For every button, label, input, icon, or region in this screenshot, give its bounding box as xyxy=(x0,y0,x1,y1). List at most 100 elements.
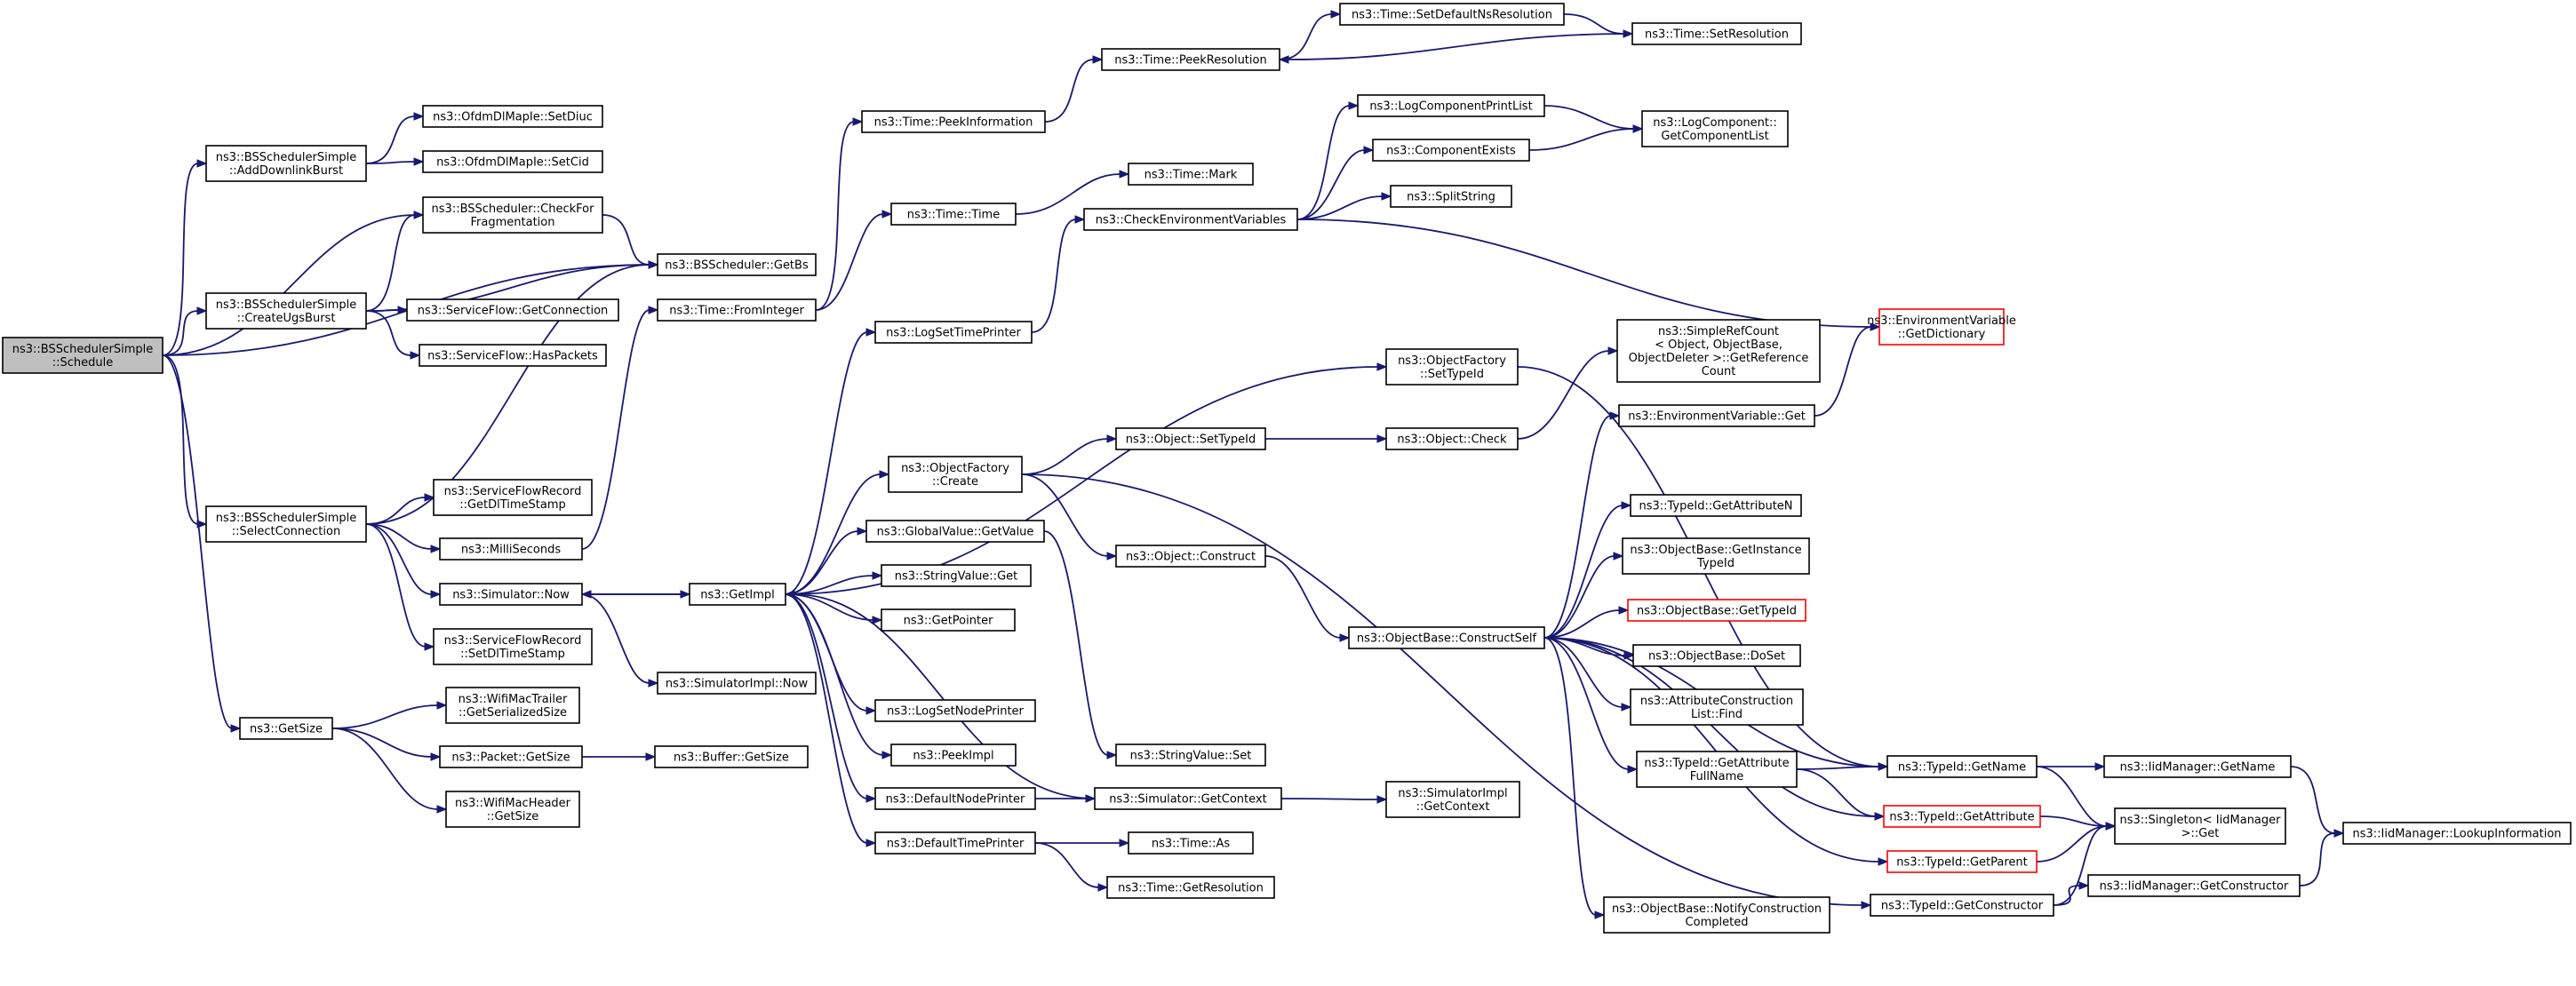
node-logcompprint[interactable]: ns3::LogComponentPrintList xyxy=(1357,94,1545,117)
node-doset[interactable]: ns3::ObjectBase::DoSet xyxy=(1632,644,1801,667)
node-setres[interactable]: ns3::Time::SetResolution xyxy=(1631,22,1802,45)
node-checkenv[interactable]: ns3::CheckEnvironmentVariables xyxy=(1083,208,1298,231)
node-box xyxy=(2342,822,2572,845)
node-compexists[interactable]: ns3::ComponentExists xyxy=(1372,139,1530,162)
node-envget[interactable]: ns3::EnvironmentVariable::Get xyxy=(1618,404,1815,427)
node-label: ObjectDeleter >::GetReference xyxy=(1629,352,1809,365)
node-packetgetsize[interactable]: ns3::Packet::GetSize xyxy=(439,745,583,768)
node-envgetdict[interactable]: ns3::EnvironmentVariable::GetDictionary xyxy=(1867,308,2016,346)
node-simimplnow[interactable]: ns3::SimulatorImpl::Now xyxy=(657,672,817,695)
node-peekinfo[interactable]: ns3::Time::PeekInformation xyxy=(861,110,1046,133)
node-objfactsettypeid[interactable]: ns3::ObjectFactory::SetTypeId xyxy=(1385,348,1519,386)
edge-arrowhead xyxy=(413,112,425,121)
node-stringset[interactable]: ns3::StringValue::Set xyxy=(1115,743,1266,767)
edge-createugs-to-checkfrag xyxy=(365,214,416,312)
node-label: ns3::Time::GetResolution xyxy=(1118,882,1264,895)
node-timemark[interactable]: ns3::Time::Mark xyxy=(1128,163,1254,186)
node-label: ns3::Buffer::GetSize xyxy=(674,751,789,765)
node-box xyxy=(422,196,603,234)
node-label: ::GetDlTimeStamp xyxy=(459,498,566,512)
node-constructself[interactable]: ns3::ObjectBase::ConstructSelf xyxy=(1348,626,1545,649)
node-setdlts[interactable]: ns3::ServiceFlowRecord::SetDlTimeStamp xyxy=(433,628,593,665)
edge-arrowhead xyxy=(1627,765,1639,774)
node-singletonget[interactable]: ns3::Singleton< IidManager>::Get xyxy=(2114,807,2286,845)
node-getcomplist[interactable]: ns3::LogComponent::GetComponentList xyxy=(1641,110,1789,147)
node-box xyxy=(1372,139,1530,162)
edge-getattrfull-to-getattribute xyxy=(1796,768,1877,817)
node-wifitrailer[interactable]: ns3::WifiMacTrailer::GetSerializedSize xyxy=(445,687,580,724)
node-label: ns3::Simulator::Now xyxy=(452,589,570,602)
node-typeidgetname[interactable]: ns3::TypeId::GetName xyxy=(1886,755,2038,778)
node-logsettime[interactable]: ns3::LogSetTimePrinter xyxy=(874,321,1033,344)
node-stringget[interactable]: ns3::StringValue::Get xyxy=(881,564,1032,587)
edge-arrowhead xyxy=(1878,857,1889,866)
node-objcheck[interactable]: ns3::Object::Check xyxy=(1385,427,1519,450)
edge-simgetcontext-to-getimpl xyxy=(793,593,1096,799)
node-notifyconstr[interactable]: ns3::ObjectBase::NotifyConstructionCompl… xyxy=(1603,896,1830,934)
node-peekimpl[interactable]: ns3::PeekImpl xyxy=(890,743,1017,767)
node-label: ns3::Time::As xyxy=(1152,838,1231,851)
node-wifiheader[interactable]: ns3::WifiMacHeader::GetSize xyxy=(445,791,580,828)
node-label: ::SetDlTimeStamp xyxy=(460,648,565,661)
node-box xyxy=(657,253,817,276)
node-deftimeprinter[interactable]: ns3::DefaultTimePrinter xyxy=(874,831,1036,855)
edge-getimpl-to-deftimeprinter xyxy=(785,593,868,844)
node-simgetcontext[interactable]: ns3::Simulator::GetContext xyxy=(1094,787,1282,810)
edge-arrowhead xyxy=(648,306,659,314)
node-selectconn[interactable]: ns3::BSSchedulerSimple::SelectConnection xyxy=(205,505,367,543)
node-simplerefcount[interactable]: ns3::SimpleRefCount< Object, ObjectBase,… xyxy=(1616,319,1821,383)
node-haspackets[interactable]: ns3::ServiceFlow::HasPackets xyxy=(419,344,607,367)
node-getconnection[interactable]: ns3::ServiceFlow::GetConnection xyxy=(406,298,619,322)
node-label: ns3::BSSchedulerSimple xyxy=(216,298,356,312)
node-milli[interactable]: ns3::MilliSeconds xyxy=(439,537,583,561)
node-getbs[interactable]: ns3::BSScheduler::GetBs xyxy=(657,253,817,276)
node-createugs[interactable]: ns3::BSSchedulerSimple::CreateUgsBurst xyxy=(205,292,367,330)
node-getimpl[interactable]: ns3::GetImpl xyxy=(689,583,786,606)
node-label: ns3::GlobalValue::GetValue xyxy=(877,526,1034,539)
edge-objfactcreate-to-getconstructor xyxy=(1021,473,1863,906)
node-simimplgetcontext[interactable]: ns3::SimulatorImpl::GetContext xyxy=(1385,781,1520,818)
node-getattribute[interactable]: ns3::TypeId::GetAttribute xyxy=(1883,805,2041,828)
node-iidgetname[interactable]: ns3::IidManager::GetName xyxy=(2103,755,2292,778)
node-getparent[interactable]: ns3::TypeId::GetParent xyxy=(1886,850,2038,873)
node-label: ns3::StringValue::Get xyxy=(895,570,1017,584)
node-adddownlink[interactable]: ns3::BSSchedulerSimple::AddDownlinkBurst xyxy=(205,145,367,182)
node-timetime[interactable]: ns3::Time::Time xyxy=(890,203,1017,226)
node-frominteger[interactable]: ns3::Time::FromInteger xyxy=(657,298,817,322)
node-timegetres[interactable]: ns3::Time::GetResolution xyxy=(1106,876,1275,899)
node-getconstructor[interactable]: ns3::TypeId::GetConstructor xyxy=(1870,894,2054,917)
node-lookupinfo[interactable]: ns3::IidManager::LookupInformation xyxy=(2342,822,2572,845)
node-getsize[interactable]: ns3::GetSize xyxy=(239,717,333,740)
node-setdefnsres[interactable]: ns3::Time::SetDefaultNsResolution xyxy=(1339,3,1565,26)
edge-arrowhead xyxy=(1632,124,1644,133)
node-objsettypeid[interactable]: ns3::Object::SetTypeId xyxy=(1115,427,1266,450)
node-objconstruct[interactable]: ns3::Object::Construct xyxy=(1115,545,1266,568)
node-buffergetsize[interactable]: ns3::Buffer::GetSize xyxy=(654,745,809,768)
node-box xyxy=(1886,755,2038,778)
node-label: ns3::ObjectBase::GetTypeId xyxy=(1637,605,1797,618)
node-globalgetvalue[interactable]: ns3::GlobalValue::GetValue xyxy=(865,520,1045,543)
node-setcid[interactable]: ns3::OfdmDlMapIe::SetCid xyxy=(422,150,603,173)
edge-arrowhead xyxy=(1097,883,1109,892)
node-obgettypeid[interactable]: ns3::ObjectBase::GetTypeId xyxy=(1627,599,1806,622)
node-label: ::Create xyxy=(932,475,978,489)
edge-selectconn-to-simnow xyxy=(365,523,433,595)
node-iidgetconstructor[interactable]: ns3::IidManager::GetConstructor xyxy=(2087,874,2301,897)
node-setdiuc[interactable]: ns3::OfdmDlMapIe::SetDiuc xyxy=(422,105,603,128)
node-getdlts[interactable]: ns3::ServiceFlowRecord::GetDlTimeStamp xyxy=(433,479,593,516)
node-timeas[interactable]: ns3::Time::As xyxy=(1128,831,1254,855)
node-peekres[interactable]: ns3::Time::PeekResolution xyxy=(1101,48,1280,71)
node-getattrn[interactable]: ns3::TypeId::GetAttributeN xyxy=(1630,494,1802,517)
node-box xyxy=(419,344,607,367)
node-simnow[interactable]: ns3::Simulator::Now xyxy=(439,583,583,606)
node-objfactcreate[interactable]: ns3::ObjectFactory::Create xyxy=(888,456,1023,493)
edge-arrowhead xyxy=(436,701,448,710)
node-defnodeprinter[interactable]: ns3::DefaultNodePrinter xyxy=(874,787,1036,810)
node-splitstring[interactable]: ns3::SplitString xyxy=(1390,185,1512,208)
node-logsetnode[interactable]: ns3::LogSetNodePrinter xyxy=(874,699,1036,722)
node-getpointer[interactable]: ns3::GetPointer xyxy=(881,608,1016,632)
